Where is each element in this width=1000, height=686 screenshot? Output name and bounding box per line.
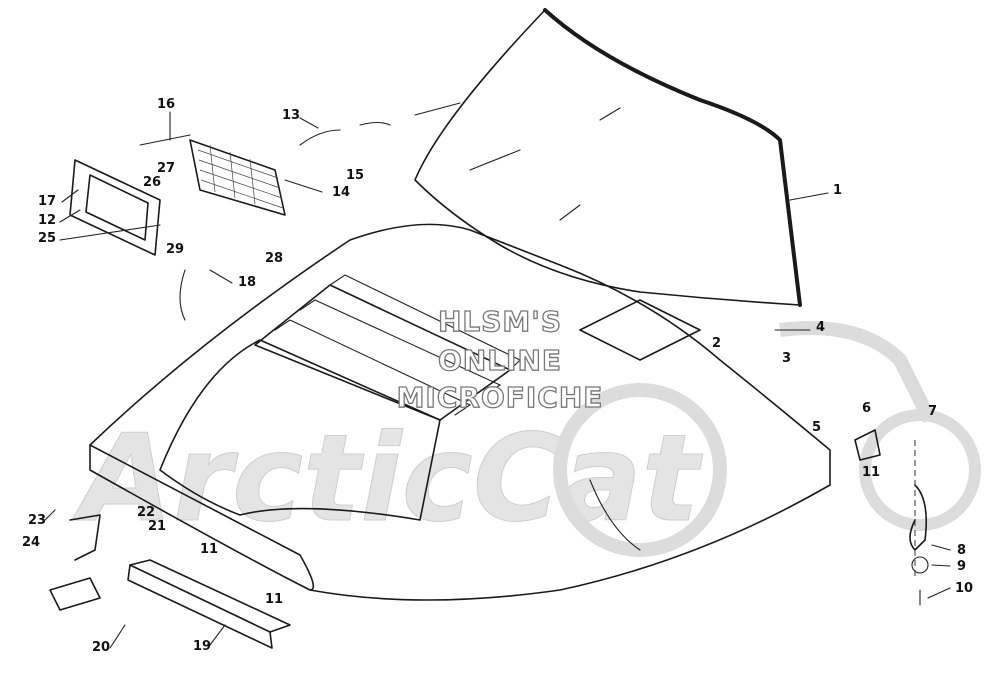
callout-8: 8: [957, 543, 966, 558]
callout-4: 4: [816, 320, 825, 335]
callout-7: 7: [928, 404, 937, 419]
callout-27: 27: [157, 161, 175, 176]
callout-15: 15: [346, 168, 364, 183]
callout-14: 14: [332, 185, 350, 200]
watermark-line-1: HLSM'S: [438, 305, 562, 338]
callout-5: 5: [812, 420, 821, 435]
callout-16: 16: [157, 97, 175, 112]
callout-21: 21: [148, 519, 166, 534]
watermark-text: HLSM'S ONLINE MICROFICHE: [396, 304, 604, 414]
windshield: [414, 8, 802, 307]
callout-13: 13: [282, 108, 300, 123]
callout-12: 12: [38, 213, 56, 228]
callout-29: 29: [166, 242, 184, 257]
callout-25: 25: [38, 231, 56, 246]
callout-18: 18: [238, 275, 256, 290]
watermark-line-3: MICROFICHE: [397, 381, 604, 414]
callout-22: 22: [137, 505, 155, 520]
watermark-line-2: ONLINE: [438, 344, 562, 377]
callout-23: 23: [28, 513, 46, 528]
callout-2: 2: [712, 336, 721, 351]
callout-labels: 1 2 3 4 5 6 7 8 9 10 11 11 11 12 13 14 1…: [22, 97, 973, 655]
callout-11-right: 11: [862, 465, 880, 480]
callout-11-lower: 11: [265, 592, 283, 607]
callout-3: 3: [782, 351, 791, 366]
callout-20: 20: [92, 640, 110, 655]
callout-9: 9: [957, 559, 966, 574]
headlight-assembly: [69, 102, 461, 321]
left-bracket: [49, 514, 101, 611]
callout-24: 24: [22, 535, 40, 550]
callout-1: 1: [833, 183, 842, 198]
callout-11-center: 11: [200, 542, 218, 557]
callout-26: 26: [143, 175, 161, 190]
leader-lines: [44, 111, 951, 649]
hood-body: [89, 223, 831, 601]
callout-10: 10: [955, 581, 973, 596]
hood-latch-assembly: [854, 429, 929, 606]
watermark-logo-text: ArcticCat: [72, 410, 704, 549]
callout-6: 6: [862, 401, 871, 416]
front-bumper-bracket: [127, 559, 291, 649]
callout-19: 19: [193, 639, 211, 654]
callout-28: 28: [265, 251, 283, 266]
callout-17: 17: [38, 194, 56, 209]
